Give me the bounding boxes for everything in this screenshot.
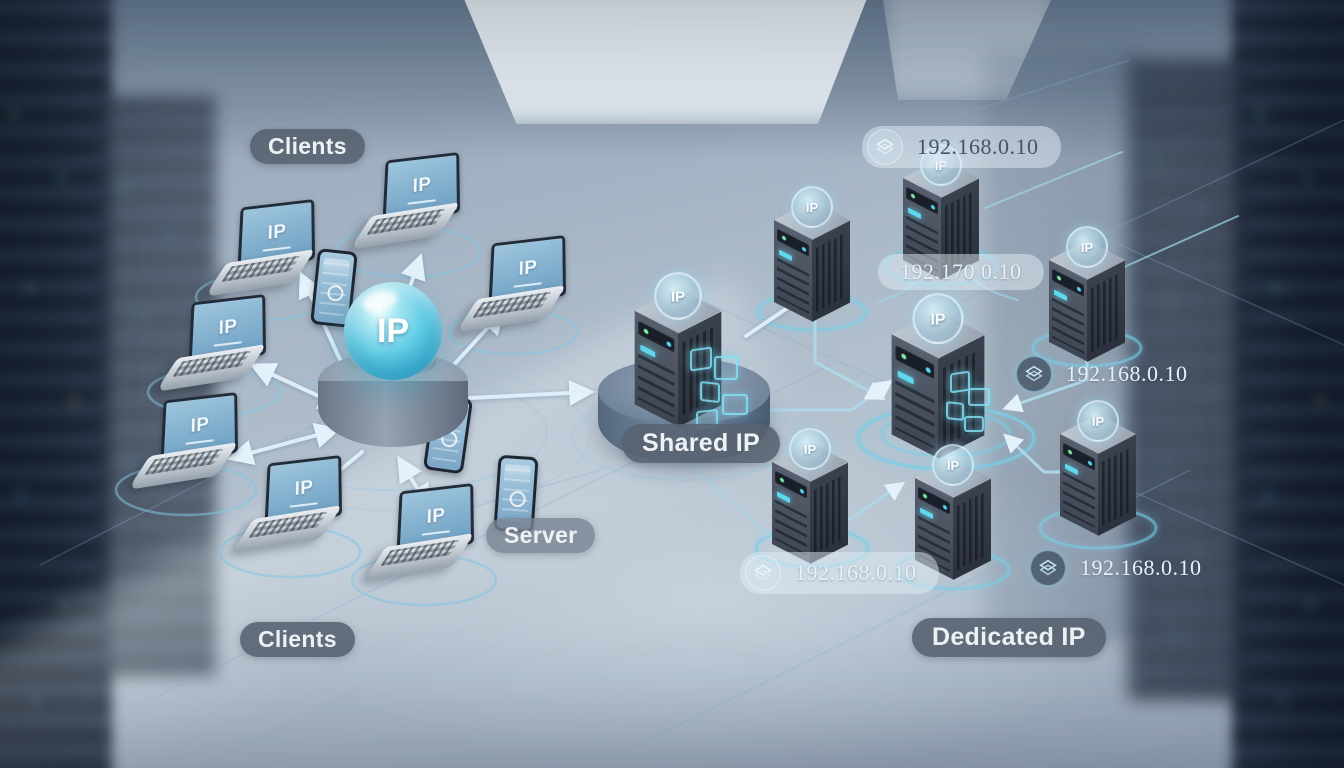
client-laptop: IP (204, 199, 316, 297)
clients-label-top: Clients (250, 129, 365, 164)
client-laptop: IP (231, 455, 343, 553)
server-power-light (908, 207, 921, 220)
server-power-light (1065, 463, 1078, 476)
server-side-face (1087, 260, 1125, 362)
server-power-light (777, 491, 790, 504)
ip-address-label-right: 192.168.0.10 (1016, 356, 1192, 392)
chip-icon (745, 555, 781, 591)
shared-ip-label: Shared IP (622, 424, 781, 463)
server-power-light (897, 370, 914, 385)
ip-badge-text: IP (1091, 413, 1105, 429)
ip-badge-text: IP (803, 441, 817, 457)
ip-badge-text: IP (805, 199, 819, 215)
ip-address-text: 192.170 0.10 (900, 259, 1022, 284)
client-laptop: IP (155, 294, 267, 392)
ip-badge: IP (1077, 400, 1119, 442)
dedicated-server-main: IP (891, 292, 985, 459)
ip-address-text: 192.168.0.10 (1066, 361, 1188, 386)
hologram-file-icon (950, 370, 970, 394)
hologram-file-icon (968, 388, 990, 406)
server-side-face (812, 220, 850, 322)
client-laptop: IP (127, 392, 239, 490)
server-label: Server (486, 518, 596, 553)
chip-icon (1030, 550, 1066, 586)
dedicated-server: IP (774, 186, 850, 322)
laptop-screen-text: IP (518, 257, 538, 281)
ip-address-label-bottom-right: 192.168.0.10 (1030, 550, 1206, 586)
laptop-screen-text: IP (294, 477, 314, 501)
shared-server: IP (634, 272, 722, 428)
server-label-text: Server (504, 522, 578, 548)
hologram-file-icon (964, 416, 984, 432)
dedicated-server: IP (1049, 226, 1125, 362)
server-power-light (1054, 289, 1067, 302)
dedicated-server: IP (772, 428, 848, 564)
ip-address-label-bottom-left: 192.168.0.10 (740, 552, 939, 594)
server-power-light (640, 344, 656, 358)
server-side-face (1098, 434, 1136, 536)
laptop-screen-text: IP (190, 414, 210, 438)
client-laptop: IP (455, 235, 567, 333)
server-power-light (920, 507, 933, 520)
server-side-face (810, 462, 848, 564)
ip-badge: IP (912, 292, 964, 345)
ip-badge-text: IP (946, 457, 960, 473)
laptop-screen-text: IP (412, 174, 432, 198)
ip-badge: IP (1066, 226, 1108, 268)
hologram-file-icon (722, 394, 748, 415)
laptop-screen-text: IP (267, 221, 287, 245)
ip-badge-text: IP (670, 287, 686, 305)
ip-address-text: 192.168.0.10 (917, 134, 1039, 159)
chip-icon (867, 129, 903, 165)
ip-badge: IP (789, 428, 831, 470)
clients-label-bottom-text: Clients (258, 626, 337, 652)
laptop-screen-text: IP (426, 505, 446, 529)
hologram-file-icon (690, 346, 712, 372)
orb-text: IP (376, 311, 410, 350)
server-side-face (953, 478, 991, 580)
clients-label-bottom: Clients (240, 622, 355, 657)
shared-ip-label-text: Shared IP (642, 429, 761, 457)
ip-address-text: 192.168.0.10 (795, 560, 917, 585)
ip-badge-text: IP (1080, 239, 1094, 255)
ip-badge: IP (791, 186, 833, 228)
ip-badge-text: IP (930, 309, 946, 328)
client-laptop: IP (363, 483, 475, 581)
laptop-screen-text: IP (218, 316, 238, 340)
ip-address-label-upper-mid: 192.170 0.10 (878, 254, 1044, 290)
dedicated-ip-label-text: Dedicated IP (932, 623, 1086, 651)
client-laptop: IP (349, 152, 461, 250)
hologram-file-icon (946, 401, 964, 421)
hologram-file-icon (700, 380, 720, 404)
ip-address-text: 192.168.0.10 (1080, 555, 1202, 580)
dedicated-ip-label: Dedicated IP (912, 618, 1106, 657)
ip-address-label-top: 192.168.0.10 (862, 126, 1061, 168)
server-power-light (779, 249, 792, 262)
ip-badge: IP (932, 444, 974, 486)
clients-label-top-text: Clients (268, 133, 347, 159)
shared-ip-orb: IP (344, 282, 442, 380)
hologram-file-icon (714, 356, 738, 380)
dedicated-server: IP (1060, 400, 1136, 536)
ip-badge: IP (654, 272, 702, 320)
chip-icon (1016, 356, 1052, 392)
